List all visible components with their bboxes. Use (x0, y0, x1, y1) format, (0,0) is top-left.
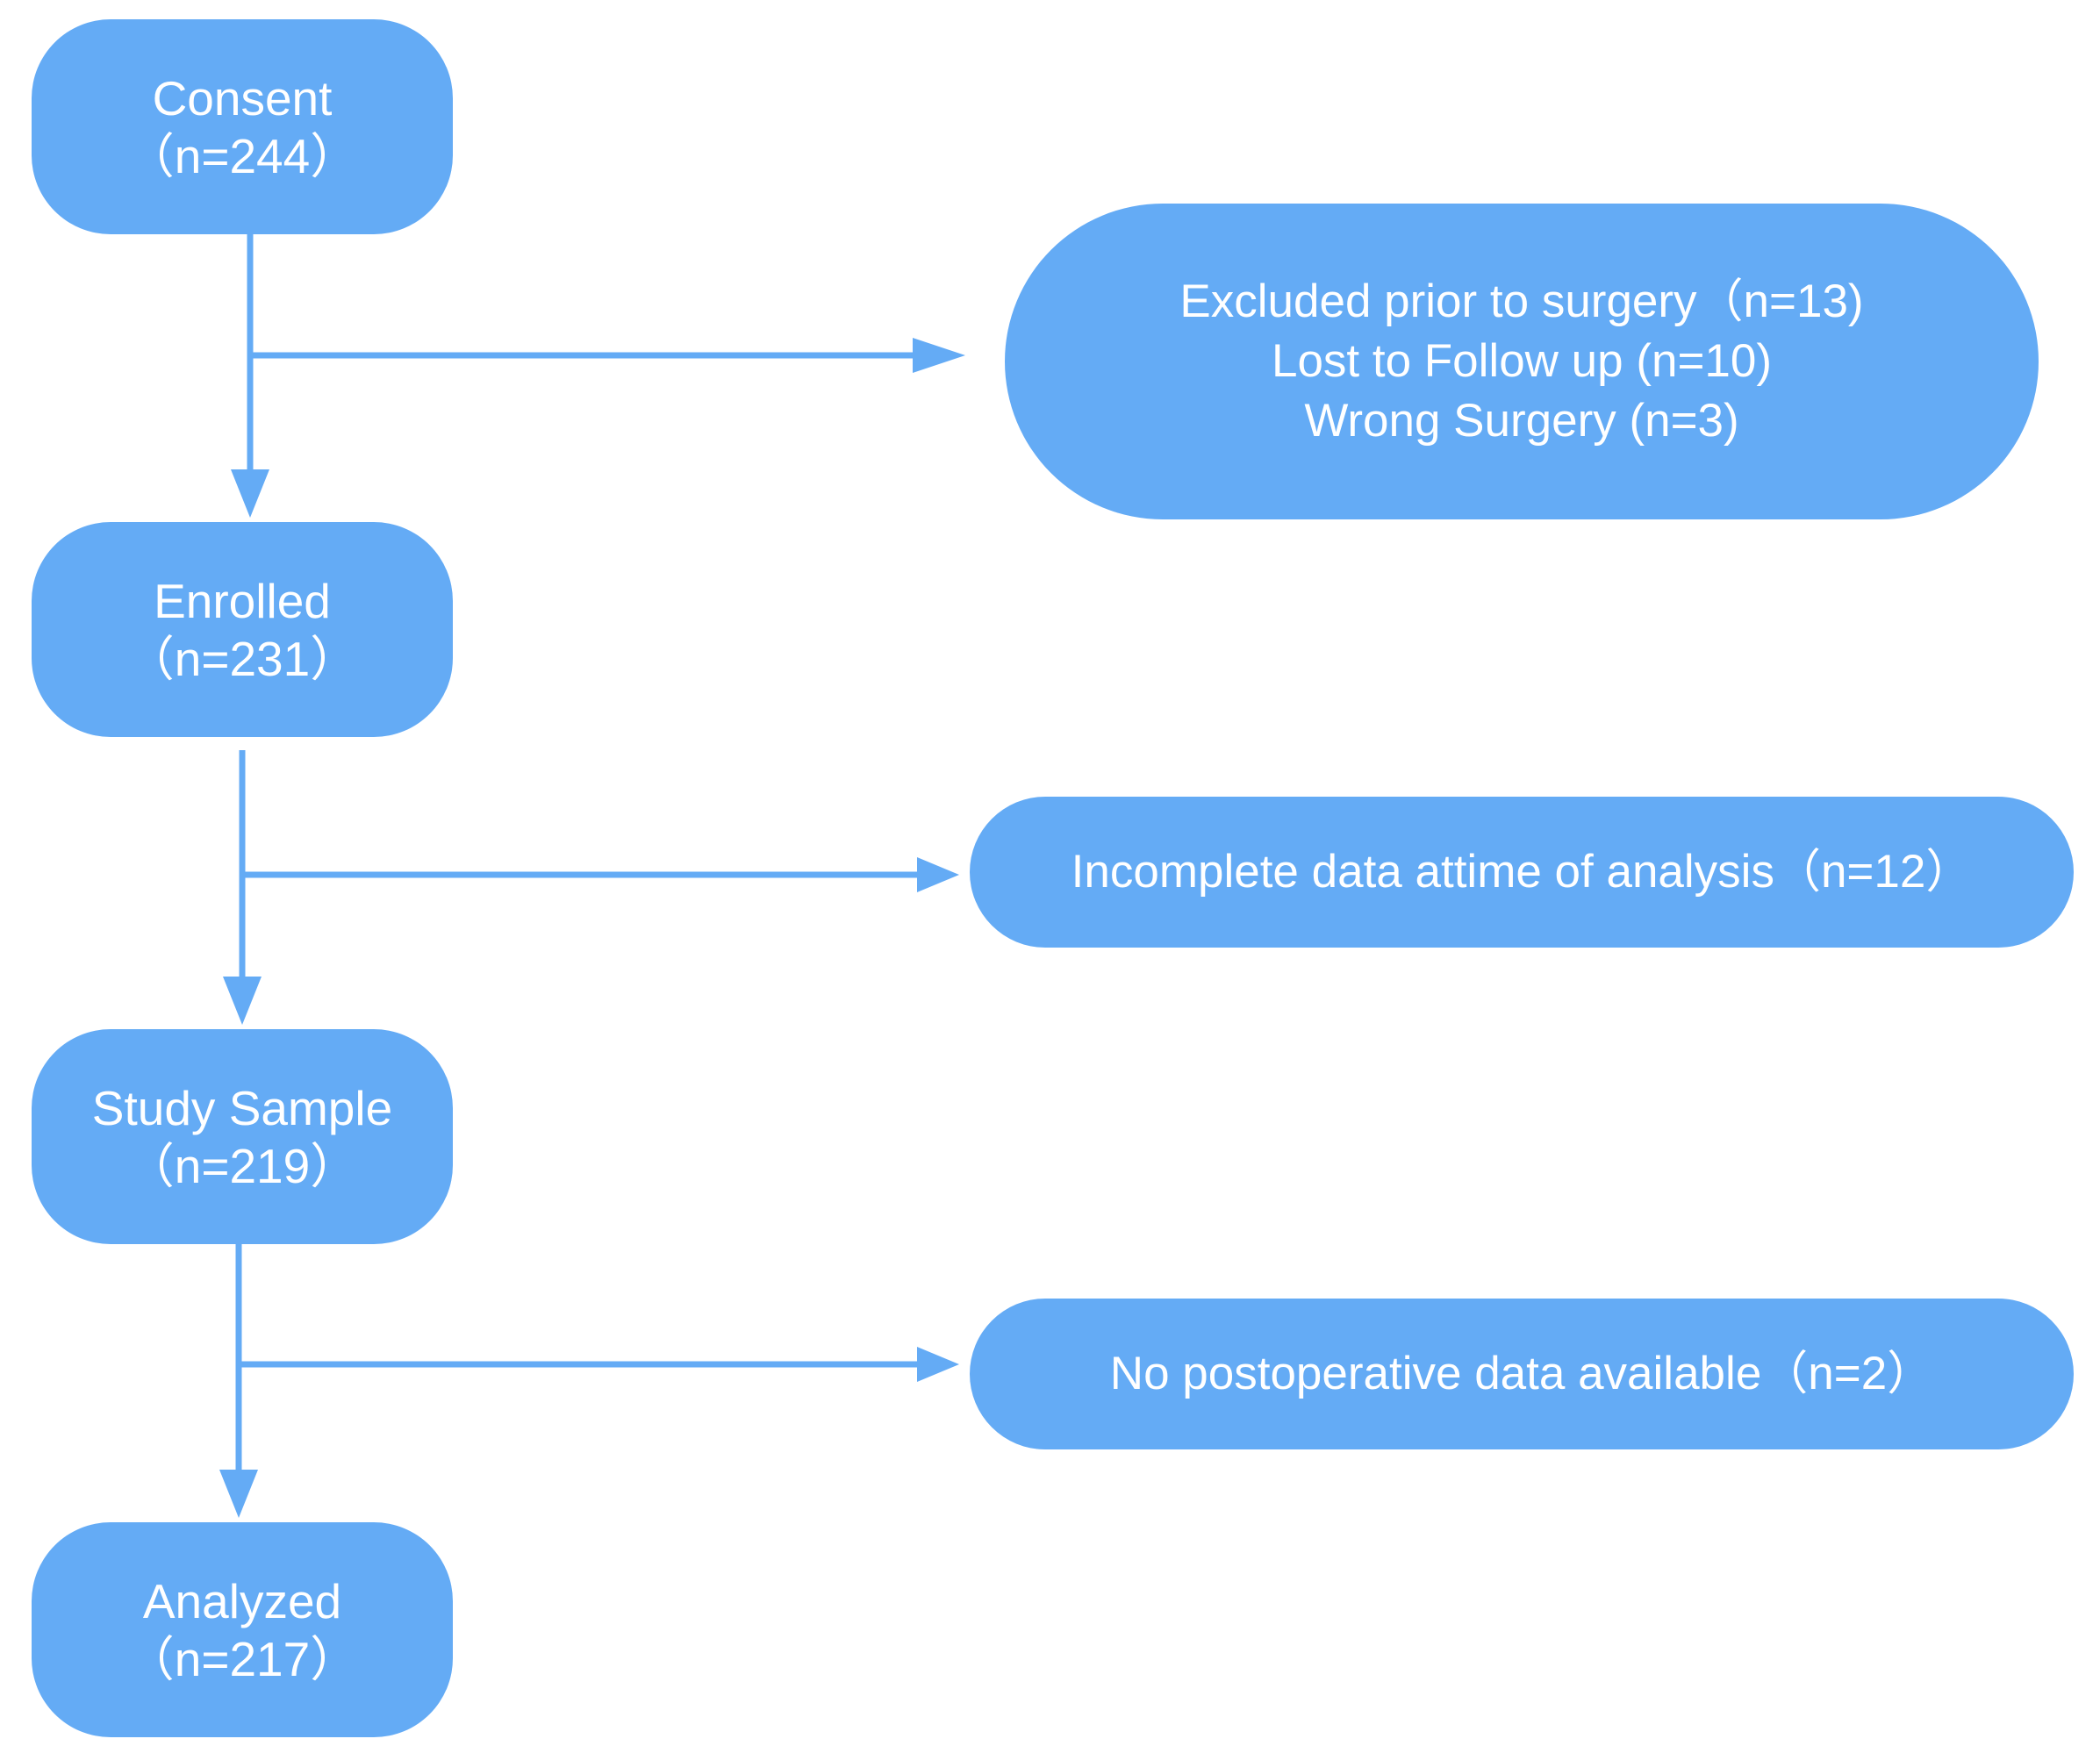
node-analyzed: Analyzed （n=217） (32, 1522, 453, 1737)
arrowhead-enrolled (231, 469, 269, 518)
node-count: （n=217） (125, 1631, 359, 1686)
node-count: （n=231） (125, 631, 359, 686)
arrowhead-sample (223, 977, 262, 1025)
node-count: （n=219） (125, 1138, 359, 1193)
arrowhead-nopostop (917, 1347, 959, 1382)
node-enrolled: Enrolled （n=231） (32, 522, 453, 737)
node-incomplete-data: Incomplete data attime of analysis（n=12） (970, 797, 2074, 948)
node-label: Consent (152, 70, 333, 125)
node-count: （n=244） (125, 128, 359, 183)
arrowhead-excluded (913, 338, 965, 373)
arrowhead-analyzed (219, 1470, 258, 1518)
node-study-sample: Study Sample （n=219） (32, 1029, 453, 1244)
exclusion-line: Lost to Follow up (n=10) (1271, 335, 1773, 387)
exclusion-line: Excluded prior to surgery（n=13) (1179, 275, 1864, 327)
exclusion-line: No postoperative data available（n=2） (1109, 1348, 1934, 1399)
exclusion-line: Incomplete data attime of analysis（n=12） (1071, 846, 1973, 898)
exclusion-line: Wrong Surgery (n=3) (1304, 395, 1739, 447)
node-excluded-prior-surgery: Excluded prior to surgery（n=13) Lost to … (1005, 204, 2039, 519)
node-label: Study Sample (91, 1080, 393, 1135)
node-label: Enrolled (154, 573, 331, 628)
node-label: Analyzed (142, 1573, 342, 1628)
node-no-postoperative-data: No postoperative data available（n=2） (970, 1299, 2074, 1449)
node-consent: Consent （n=244） (32, 19, 453, 234)
arrowhead-incomplete (917, 857, 959, 892)
